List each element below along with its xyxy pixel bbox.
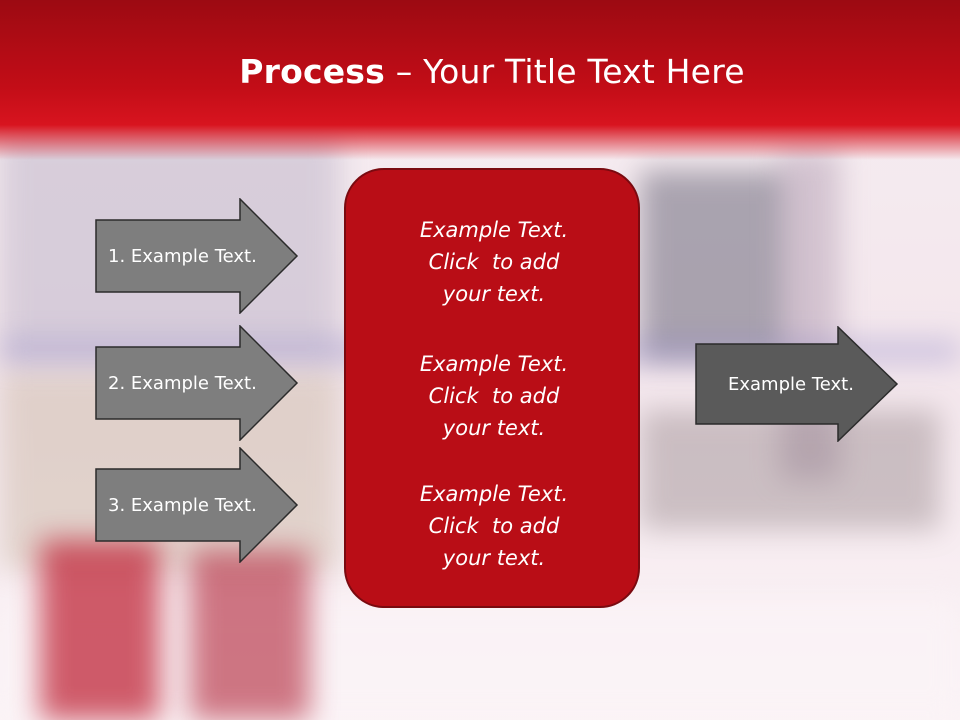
center-text-line: your text. <box>442 282 546 306</box>
title-separator: – <box>385 52 424 91</box>
center-text-line: Click to add <box>428 250 560 274</box>
center-text-block-1[interactable]: Example Text. Click to add your text. <box>346 214 642 310</box>
center-text-line: Click to add <box>428 384 560 408</box>
left-arrow-3[interactable]: 3. Example Text. <box>95 447 300 563</box>
arrow-right-icon <box>95 198 299 314</box>
center-text-line: your text. <box>442 546 546 570</box>
center-content-box[interactable]: Example Text. Click to add your text. Ex… <box>344 168 640 608</box>
bg-people <box>640 410 940 530</box>
left-arrow-2[interactable]: 2. Example Text. <box>95 325 300 441</box>
right-arrow-label: Example Text. <box>728 373 854 395</box>
center-text-line: your text. <box>442 416 546 440</box>
right-arrow[interactable]: Example Text. <box>695 326 900 442</box>
bg-floor <box>0 600 960 720</box>
center-text-line: Example Text. <box>419 352 569 376</box>
left-arrow-label: 1. Example Text. <box>108 245 257 267</box>
center-text-line: Click to add <box>428 514 560 538</box>
center-text-block-3[interactable]: Example Text. Click to add your text. <box>346 478 642 574</box>
slide-title[interactable]: Process – Your Title Text Here <box>0 52 960 91</box>
center-text-block-2[interactable]: Example Text. Click to add your text. <box>346 348 642 444</box>
title-bold: Process <box>239 52 385 91</box>
title-rest: Your Title Text Here <box>423 52 745 91</box>
bg-departure-board-right <box>640 170 790 360</box>
arrow-right-icon <box>95 325 299 441</box>
header-band <box>0 0 960 160</box>
arrow-right-icon <box>95 447 299 563</box>
left-arrow-1[interactable]: 1. Example Text. <box>95 198 300 314</box>
bg-pillar <box>780 150 840 480</box>
bg-luggage-2 <box>190 550 310 720</box>
left-arrow-label: 3. Example Text. <box>108 494 257 516</box>
left-arrow-label: 2. Example Text. <box>108 372 257 394</box>
center-text-line: Example Text. <box>419 218 569 242</box>
bg-luggage-1 <box>40 540 160 720</box>
arrow-right-icon <box>695 326 899 442</box>
center-text-line: Example Text. <box>419 482 569 506</box>
